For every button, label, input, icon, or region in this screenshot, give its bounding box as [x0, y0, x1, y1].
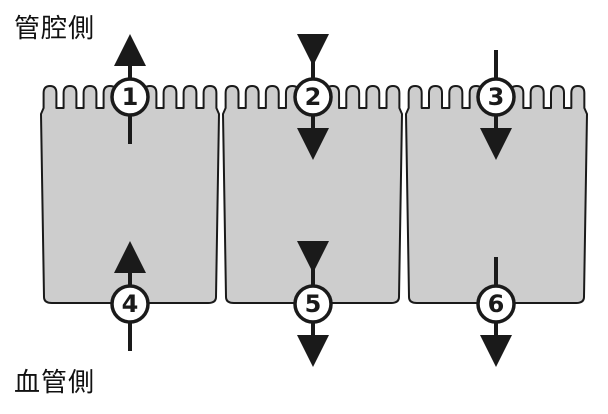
marker-number-label: 3 [488, 83, 505, 111]
transport-marker-1: 1 [110, 77, 150, 117]
luminal-side-label: 管腔側 [14, 14, 96, 44]
marker-number-label: 4 [122, 290, 139, 318]
marker-number-label: 2 [305, 83, 322, 111]
transport-marker-2: 2 [293, 77, 333, 117]
cells-layer [40, 85, 588, 304]
marker-circle [110, 77, 150, 117]
marker-circle [476, 284, 516, 324]
marker-number-label: 6 [488, 290, 505, 318]
transport-marker-6: 6 [476, 284, 516, 324]
marker-circle [110, 284, 150, 324]
vascular-side-label: 血管側 [14, 368, 96, 398]
marker-circle [293, 284, 333, 324]
marker-circle [476, 77, 516, 117]
marker-circle [293, 77, 333, 117]
transport-marker-4: 4 [110, 284, 150, 324]
transport-marker-5: 5 [293, 284, 333, 324]
marker-number-label: 1 [122, 83, 139, 111]
marker-number-label: 5 [305, 290, 322, 318]
markers-layer: 1 2 3 4 5 6 [110, 77, 516, 324]
transport-marker-3: 3 [476, 77, 516, 117]
